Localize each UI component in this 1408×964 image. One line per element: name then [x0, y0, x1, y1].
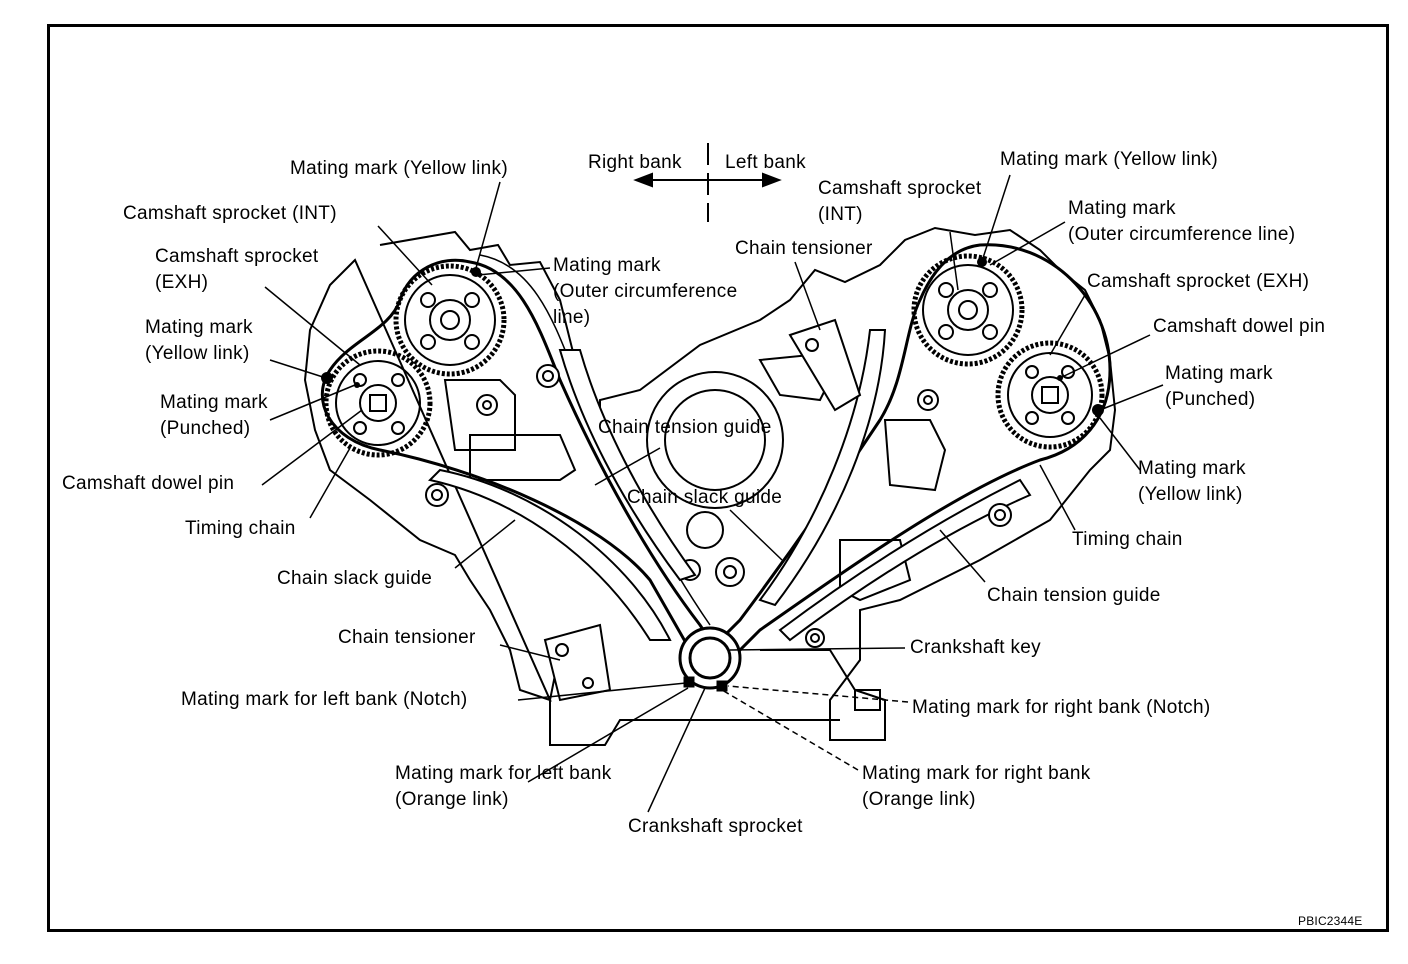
crankshaft-sprocket-label: Crankshaft sprocket [628, 816, 803, 837]
leader-lines [261, 174, 1164, 813]
figure-code: PBIC2344E [1298, 914, 1363, 928]
lb-camshaft-dowel-pin: Camshaft dowel pin [1153, 316, 1326, 337]
crankshaft-key-label: Crankshaft key [910, 637, 1041, 658]
mating-mark-left-bank-orange: Mating mark for left bank (Orange link) [395, 763, 612, 810]
left-bank-direction-label: Left bank [725, 152, 806, 173]
rb-timing-chain: Timing chain [185, 518, 296, 539]
rb-camshaft-dowel-pin: Camshaft dowel pin [62, 473, 235, 494]
rb-chain-tensioner: Chain tensioner [338, 627, 476, 648]
center-chain-tension-guide: Chain tension guide [598, 417, 772, 438]
rb-camshaft-sprocket-exh: Camshaft sprocket (EXH) [155, 246, 319, 293]
rb-mating-mark-outer: Mating mark (Outer circumference line) [553, 255, 738, 328]
right-bank-exhaust-sprocket [323, 348, 433, 458]
lb-timing-chain: Timing chain [1072, 529, 1183, 550]
guides [425, 329, 1032, 648]
direction-indicator [633, 143, 782, 222]
tensioners [543, 318, 862, 702]
left-bank-timing-chain [717, 243, 1112, 652]
rb-chain-slack-guide: Chain slack guide [277, 568, 433, 589]
center-chain-slack-guide: Chain slack guide [627, 487, 783, 508]
mating-mark-right-bank-notch: Mating mark for right bank (Notch) [912, 697, 1211, 718]
center-chain-tensioner: Chain tensioner [735, 238, 873, 259]
rb-mating-mark-yellow-top: Mating mark (Yellow link) [290, 158, 508, 179]
left-bank-exhaust-sprocket [995, 340, 1105, 450]
right-bank-intake-sprocket [393, 263, 507, 377]
rb-camshaft-sprocket-int: Camshaft sprocket (INT) [123, 203, 337, 224]
mating-mark-left-bank-notch: Mating mark for left bank (Notch) [181, 689, 468, 710]
right-bank-timing-chain [320, 258, 713, 652]
lb-mating-mark-outer: Mating mark (Outer circumference line) [1068, 198, 1296, 245]
left-bank-intake-sprocket [911, 253, 1025, 367]
lb-camshaft-sprocket-int: Camshaft sprocket (INT) [818, 178, 982, 225]
rb-mating-mark-yellow-side: Mating mark (Yellow link) [145, 317, 253, 364]
mating-mark-right-bank-orange: Mating mark for right bank (Orange link) [862, 763, 1091, 810]
lb-chain-tension-guide: Chain tension guide [987, 585, 1161, 606]
crankshaft-sprocket [678, 626, 742, 692]
figure-frame [47, 24, 1389, 932]
rb-mating-mark-punched: Mating mark (Punched) [160, 392, 268, 439]
lb-mating-mark-yellow-top: Mating mark (Yellow link) [1000, 149, 1218, 170]
mating-mark-dots [321, 257, 1104, 416]
lb-camshaft-sprocket-exh: Camshaft sprocket (EXH) [1087, 271, 1310, 292]
right-bank-direction-label: Right bank [588, 152, 682, 173]
lb-mating-mark-yellow-side: Mating mark (Yellow link) [1138, 458, 1246, 505]
lb-mating-mark-punched: Mating mark (Punched) [1165, 363, 1273, 410]
